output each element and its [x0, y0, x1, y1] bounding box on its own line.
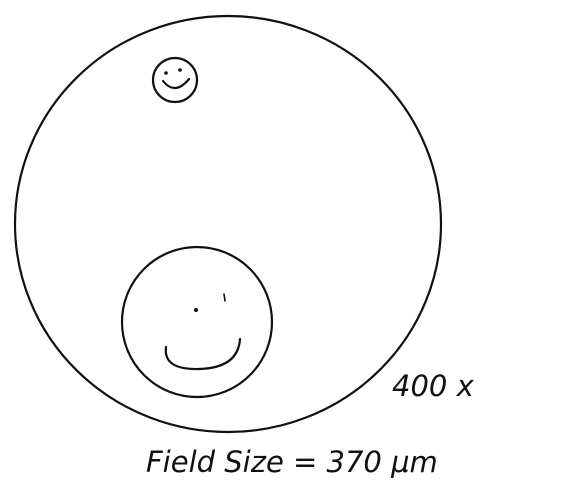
small-smiley-left-eye: [164, 71, 168, 75]
large-smiley-right-eye: [223, 293, 226, 302]
magnification-label: 400 x: [392, 369, 475, 403]
large-smiley-face: [120, 245, 274, 399]
large-smiley-mouth: [164, 337, 242, 371]
small-smiley-face: [151, 56, 199, 104]
large-smiley-left-eye: [194, 308, 198, 312]
field-of-view-circle: [13, 14, 443, 434]
field-size-label: Field Size = 370 μm: [146, 445, 438, 479]
small-smiley-right-eye: [178, 68, 182, 72]
small-smiley-outline: [151, 56, 199, 104]
small-smiley-mouth: [161, 77, 191, 90]
large-smiley-outline: [120, 245, 274, 399]
